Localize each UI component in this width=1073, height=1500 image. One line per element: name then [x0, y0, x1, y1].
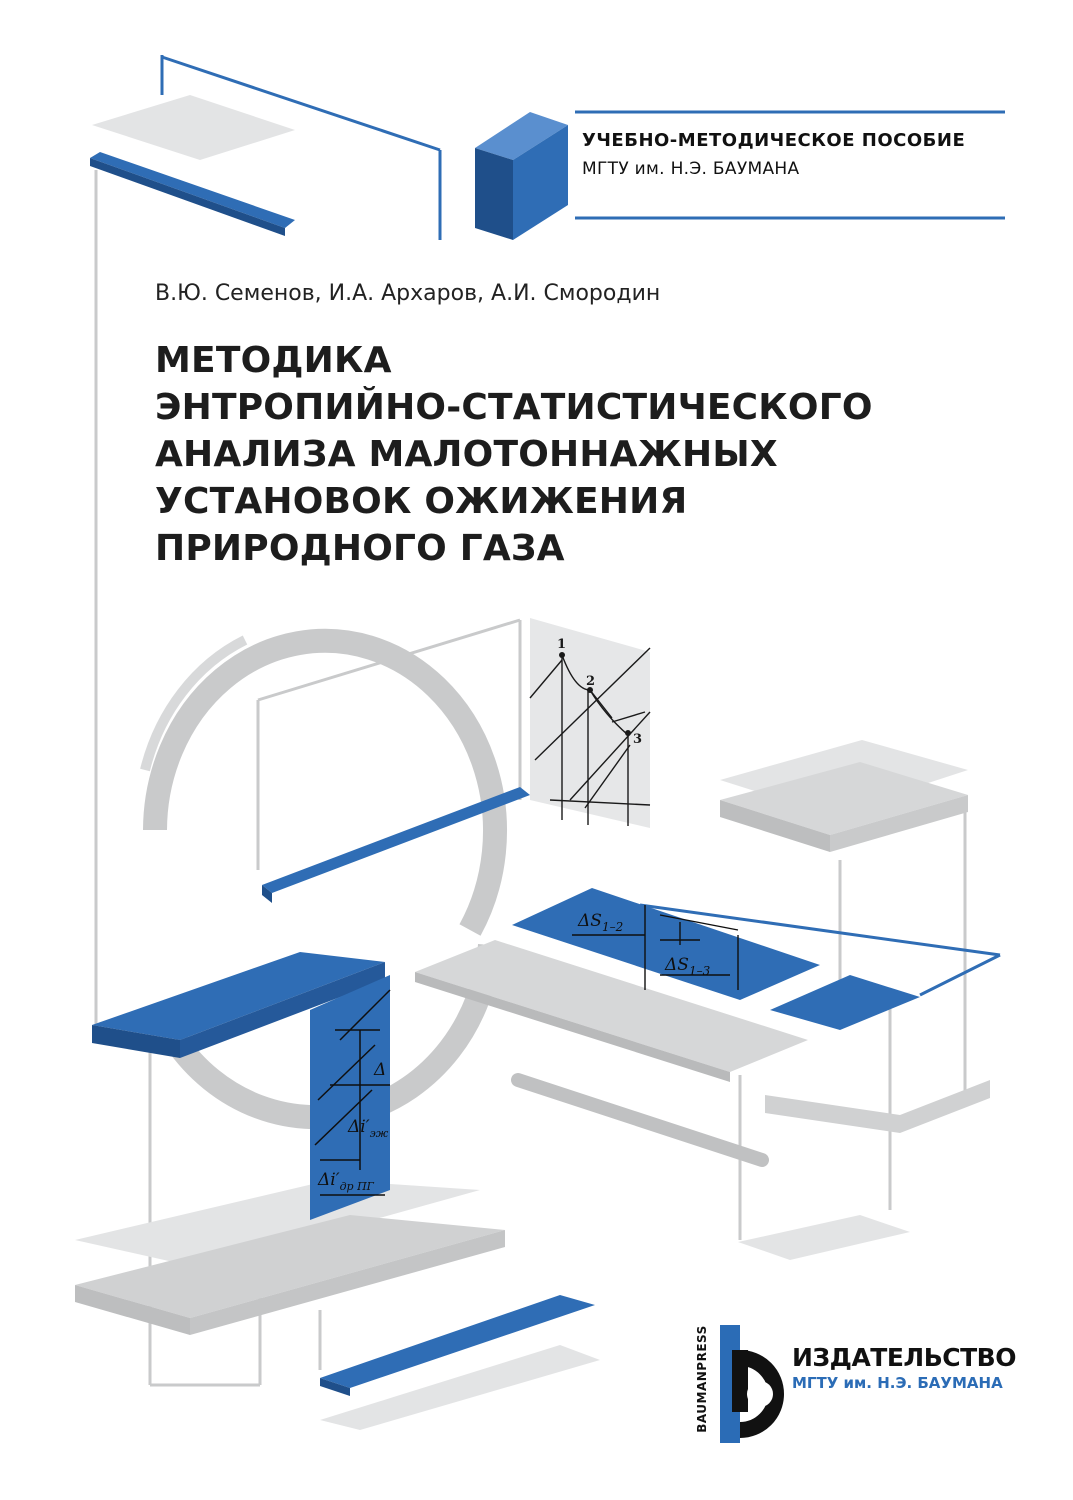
publisher-logo: BAUMANPRESS ИЗДАТЕЛЬСТВО МГТУ им. Н.Э. Б…	[690, 1318, 1016, 1440]
slab-bottom-3	[320, 1345, 600, 1430]
authors: В.Ю. Семенов, И.А. Архаров, А.И. Смороди…	[155, 281, 661, 306]
publisher-name: ИЗДАТЕЛЬСТВО МГТУ им. Н.Э. БАУМАНА	[792, 1343, 1016, 1392]
diagram-point-2: 2	[586, 674, 595, 689]
blue-frame-lines	[160, 55, 1005, 997]
series-line-2: МГТУ им. Н.Э. БАУМАНА	[582, 159, 800, 179]
bar-bottom-blue	[320, 1295, 595, 1388]
blue-square-right	[770, 975, 920, 1030]
publisher-line-2: МГТУ им. Н.Э. БАУМАНА	[792, 1374, 1003, 1392]
entropy-label-13: ΔS1–3	[664, 955, 711, 978]
enthalpy-delta: Δ	[373, 1060, 386, 1080]
publisher-vertical-text: BAUMANPRESS	[695, 1325, 709, 1433]
title-line: АНАЛИЗА МАЛОТОННАЖНЫХ	[155, 434, 778, 475]
diagram-point-1: 1	[557, 637, 566, 652]
diagram-point-3: 3	[633, 732, 642, 747]
title-line: ПРИРОДНОГО ГАЗА	[155, 528, 565, 569]
blue-cube	[475, 112, 568, 160]
slab-right-mid	[720, 762, 968, 835]
title-line: УСТАНОВОК ОЖИЖЕНИЯ	[155, 481, 688, 522]
enthalpy-label-dr: Δi′др ПГ	[317, 1170, 375, 1193]
book-title: МЕТОДИКА ЭНТРОПИЙНО-СТАТИСТИЧЕСКОГО АНАЛ…	[155, 337, 995, 572]
entropy-label-12: ΔS1–2	[577, 911, 623, 934]
slab-gray-center	[415, 940, 808, 1072]
publisher-line-1: ИЗДАТЕЛЬСТВО	[792, 1343, 1016, 1372]
series-line-1: УЧЕБНО-МЕТОДИЧЕСКОЕ ПОСОБИЕ	[582, 130, 966, 151]
series-header: УЧЕБНО-МЕТОДИЧЕСКОЕ ПОСОБИЕ МГТУ им. Н.Э…	[582, 130, 965, 179]
slab-bottom-1	[75, 1180, 480, 1268]
slab-right-low	[765, 1080, 990, 1133]
slab-bottom-2	[75, 1215, 505, 1318]
slab-right-bottom	[738, 1215, 910, 1260]
rod	[511, 1073, 769, 1167]
enthalpy-panel: Δ Δi′эж Δi′др ПГ	[310, 975, 391, 1220]
title-line: ЭНТРОПИЙНО-СТАТИСТИЧЕСКОГО	[155, 387, 873, 428]
slab-blue-left	[92, 952, 385, 1040]
title-line: МЕТОДИКА	[155, 340, 392, 381]
slab-top-left	[92, 95, 295, 160]
entropy-panel: ΔS1–2 ΔS1–3	[512, 888, 820, 1000]
bar-ring	[262, 787, 530, 893]
bar-top-left	[90, 152, 295, 228]
publisher-logo-mark	[720, 1325, 784, 1443]
ts-diagram-panel: 1 2 3	[529, 618, 651, 828]
enthalpy-label-zh: Δi′эж	[347, 1117, 389, 1140]
